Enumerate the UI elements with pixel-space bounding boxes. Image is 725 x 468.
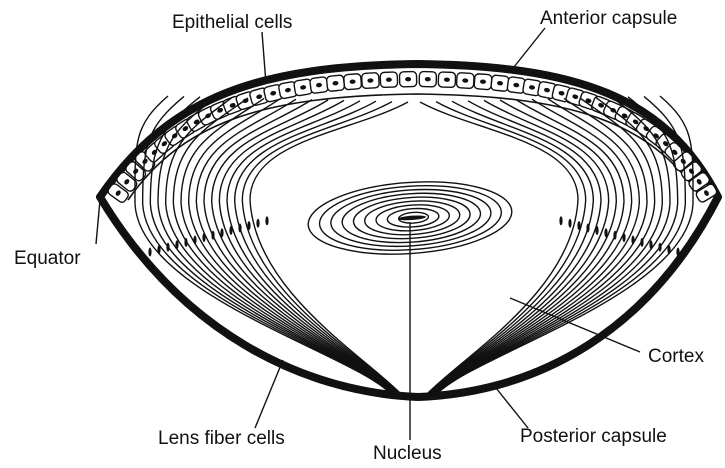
epithelial-cell [491,75,509,92]
label-epithelial-cells: Epithelial cells [172,12,292,33]
fiber-nucleus-dot [622,233,625,242]
fiber-nucleus-dot [238,224,241,233]
leader-equator [96,200,100,244]
fiber-nucleus-dot [577,221,580,230]
label-cortex: Cortex [648,346,704,367]
fiber-nucleus-dot [148,248,151,257]
leader-epithelial-cells [262,32,266,84]
leader-anterior-capsule [510,28,545,72]
epithelial-cell [474,74,492,90]
label-posterior-capsule: Posterior capsule [520,426,667,447]
fiber-nucleus-dot [211,231,214,240]
label-nucleus: Nucleus [373,443,442,464]
epithelial-cell [380,72,398,88]
epithelial-cell [361,73,379,89]
fiber-nucleus-dot [202,233,205,242]
fiber-nucleus-dot [265,216,268,225]
fiber-nucleus-dot [613,231,616,240]
fiber-nucleus-dot [658,243,661,252]
fiber-nucleus-dot [184,238,187,247]
fiber-nucleus-dot [631,236,634,245]
fiber-nucleus-dot [559,216,562,225]
epithelial-cell [399,72,416,87]
epithelial-cell [456,73,474,89]
fiber-nucleus-dot [193,236,196,245]
fiber-nucleus-dot [256,219,259,228]
fiber-nucleus-dot [676,248,679,257]
label-equator: Equator [14,248,81,269]
fiber-nucleus-dot [157,245,160,254]
label-anterior-capsule: Anterior capsule [540,8,677,29]
leader-posterior-capsule [496,388,528,428]
fiber-nucleus-dot [568,219,571,228]
fiber-nucleus-dot [229,226,232,235]
fiber-nucleus-dot [586,224,589,233]
epithelial-cell [310,77,329,94]
fiber-nucleus-dot [220,228,223,237]
leader-lens-fiber-cells [255,360,283,428]
epithelial-cell [419,72,436,87]
epithelial-cell [344,74,362,90]
fiber-nucleus-dot [649,240,652,249]
fiber-nucleus-dot [604,228,607,237]
label-lens-fiber-cells: Lens fiber cells [158,428,285,449]
fiber-nucleus-dot [247,221,250,230]
fiber-nucleus-dot [166,243,169,252]
fiber-nucleus-dot [175,240,178,249]
epithelial-cell [326,75,344,92]
epithelial-cell [438,72,456,88]
fiber-nucleus-dot [667,245,670,254]
fiber-nucleus-dot [640,238,643,247]
fiber-nucleus-dot [595,226,598,235]
